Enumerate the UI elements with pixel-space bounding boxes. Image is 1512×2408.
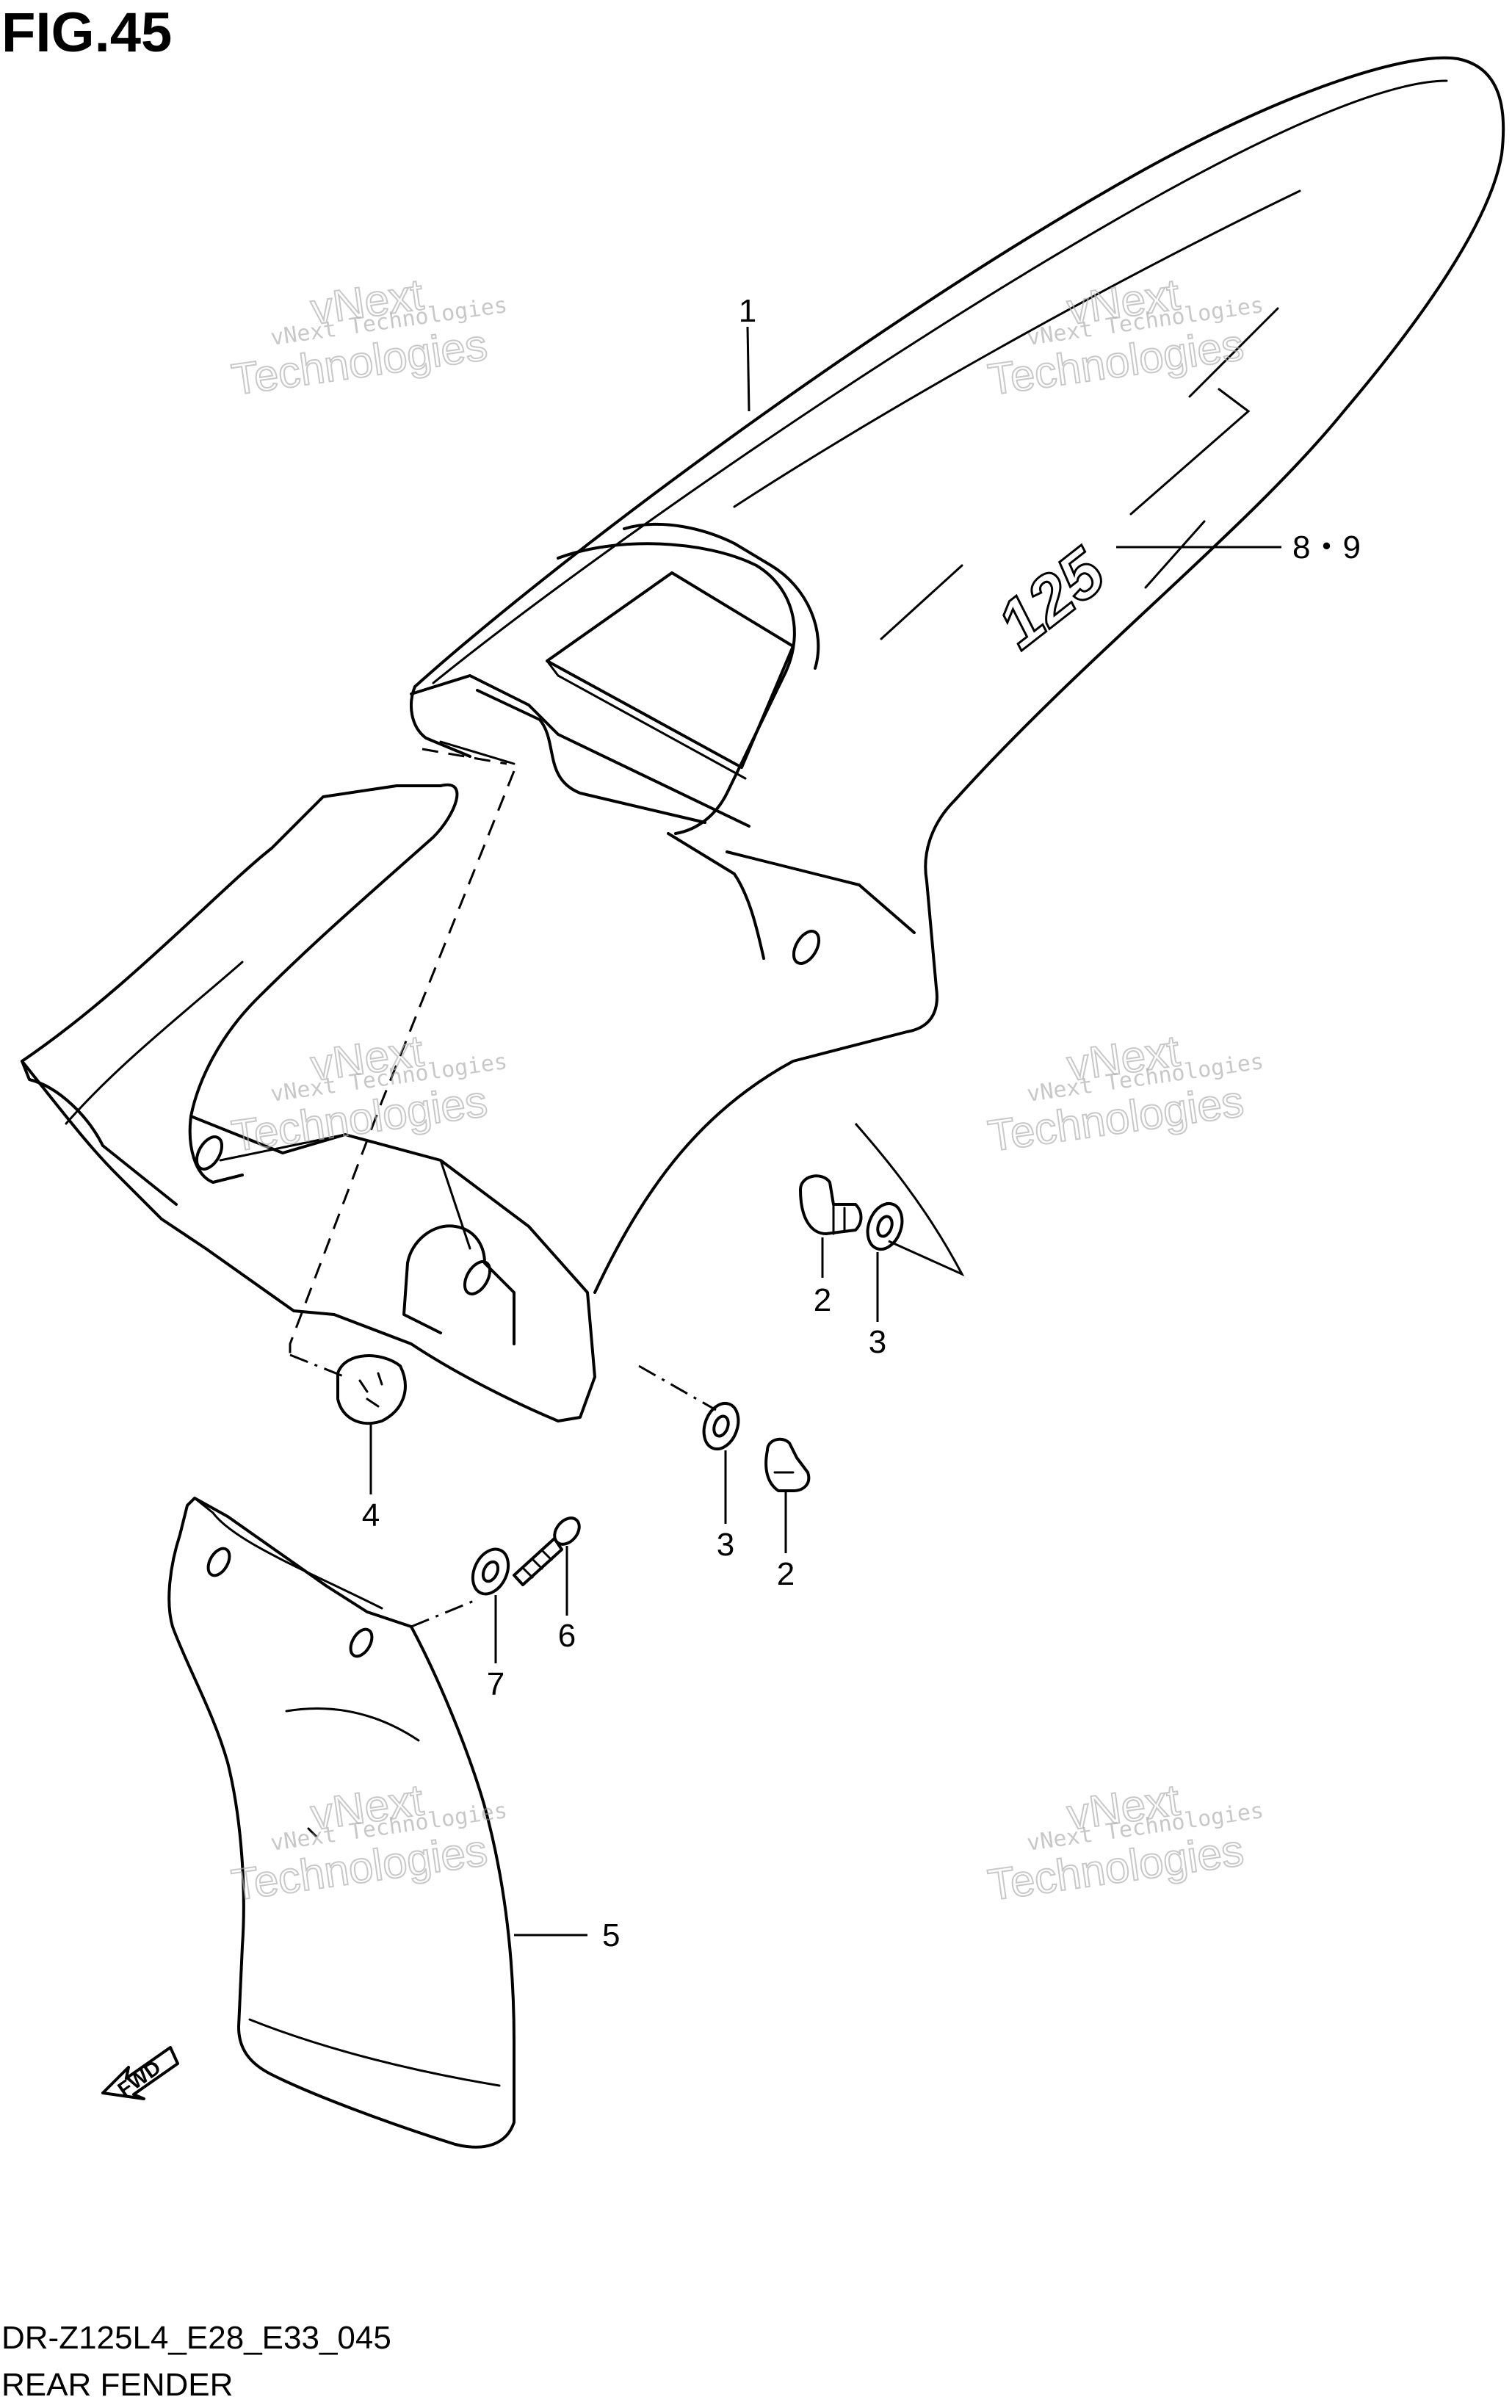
callout-5: 5 xyxy=(602,1917,620,1953)
watermark-2: vNext Technologies vNext Technologies xyxy=(984,269,1265,405)
decal-125: 125 xyxy=(983,532,1121,664)
fwd-arrow: FWD xyxy=(101,2046,179,2101)
decal-125-text: 125 xyxy=(983,534,1119,663)
callout-3-lower: 3 xyxy=(717,1527,734,1563)
figure-title: FIG.45 xyxy=(1,1,172,64)
callout-1: 1 xyxy=(739,293,756,329)
watermark-6: vNext Technologies vNext Technologies xyxy=(984,1774,1265,1911)
callout-2-lower: 2 xyxy=(777,1556,795,1592)
figure-name: REAR FENDER xyxy=(1,2367,233,2403)
fender-undertray xyxy=(21,783,596,1422)
dashed-guide-2 xyxy=(422,748,507,765)
watermark-1: vNext Technologies vNext Technologies xyxy=(228,269,509,405)
dashdot-guide-4 xyxy=(289,1353,346,1378)
callout-2-upper: 2 xyxy=(814,1282,831,1318)
part-7-washer xyxy=(471,1547,510,1596)
leader-1 xyxy=(746,326,750,412)
part-3-washer-upper xyxy=(866,1202,904,1251)
part-2-bolt-upper xyxy=(799,1174,863,1235)
part-6-screw xyxy=(513,1516,581,1586)
part-5-mud-flap xyxy=(167,1497,516,2149)
part-4-grommet xyxy=(336,1354,407,1425)
watermark-4: vNext Technologies vNext Technologies xyxy=(984,1025,1265,1162)
watermark-3: vNext Technologies vNext Technologies xyxy=(228,1025,509,1162)
callout-6: 6 xyxy=(558,1618,576,1654)
callout-3-upper: 3 xyxy=(869,1324,886,1360)
watermark-5: vNext Technologies vNext Technologies xyxy=(228,1774,509,1911)
callout-8-9: 8・9 xyxy=(1292,529,1361,565)
part-1-rear-fender xyxy=(410,56,1505,1294)
fwd-arrow-label: FWD xyxy=(114,2056,165,2101)
leader-lines xyxy=(369,326,1281,1937)
leader-right-bracket xyxy=(854,1123,965,1277)
callout-4: 4 xyxy=(362,1497,380,1533)
dashed-guide-1 xyxy=(289,770,516,1359)
part-3-washer-lower xyxy=(702,1402,740,1450)
part-2-bolt-lower xyxy=(764,1437,811,1492)
dashdot-guide-3b xyxy=(638,1364,717,1411)
figure-code: DR-Z125L4_E28_E33_045 xyxy=(1,2320,391,2356)
callout-7: 7 xyxy=(487,1666,504,1702)
dashdot-guide-7 xyxy=(410,1598,478,1628)
